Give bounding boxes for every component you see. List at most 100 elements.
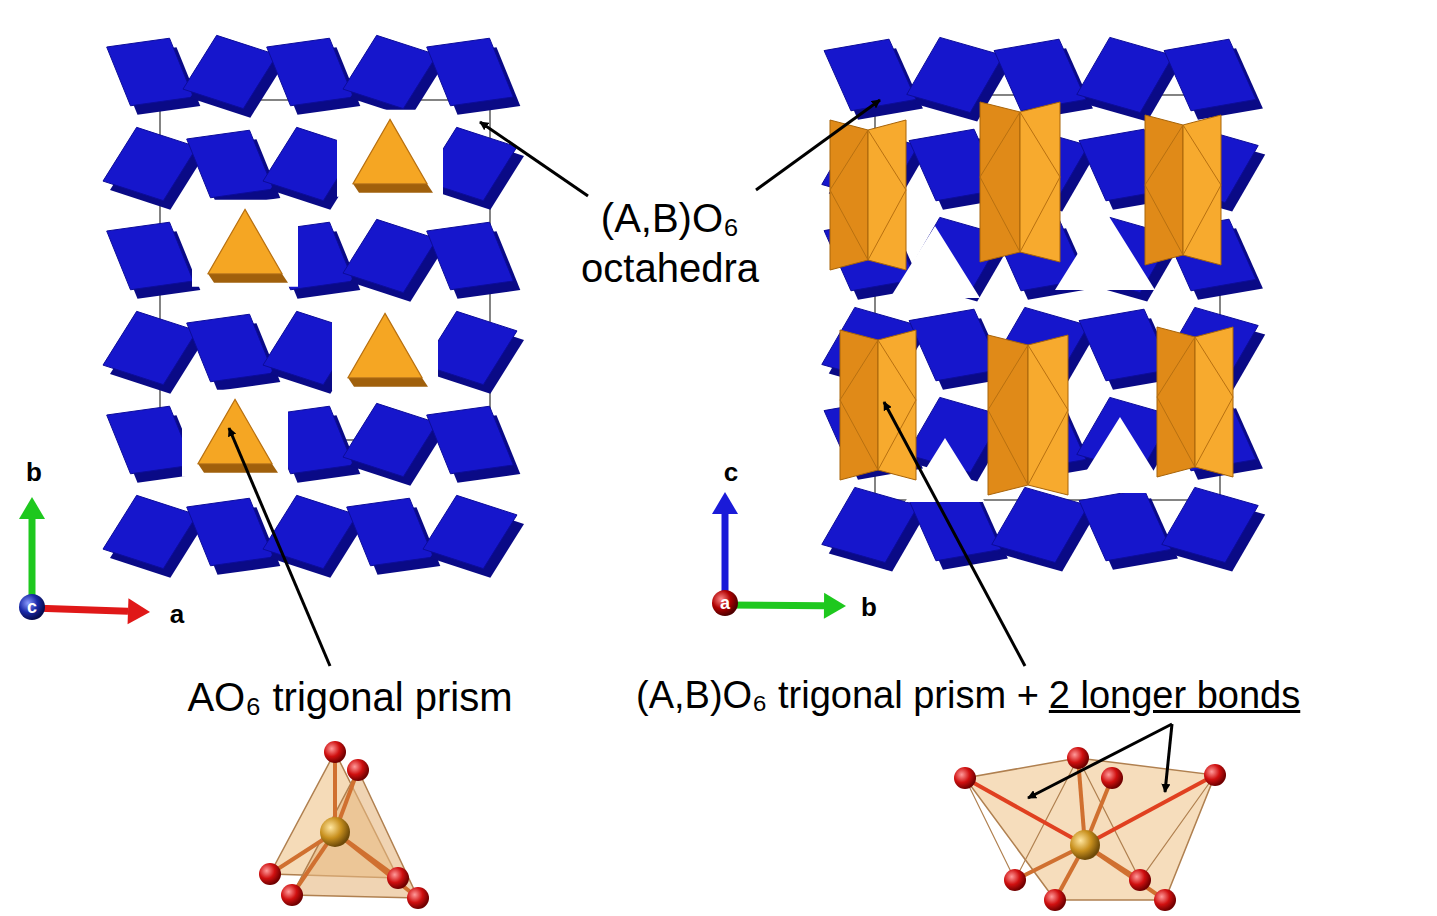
metal-atom xyxy=(1070,830,1100,860)
octahedron xyxy=(107,406,194,474)
left-structure xyxy=(103,35,524,577)
prism-side xyxy=(348,378,428,387)
octahedron xyxy=(343,35,437,108)
oxygen-atom xyxy=(1101,767,1123,789)
unit-cell xyxy=(875,95,1220,500)
axes xyxy=(19,492,846,624)
leader-arrow xyxy=(884,402,1025,666)
oxygen-atom xyxy=(1044,889,1066,911)
leader-arrow xyxy=(229,428,330,666)
octahedron xyxy=(427,406,514,474)
prism-face xyxy=(1195,327,1233,477)
prism-edge xyxy=(1157,337,1233,467)
octahedron xyxy=(994,39,1086,111)
prism-edge xyxy=(988,345,1068,485)
octahedron xyxy=(107,222,194,290)
octahedron xyxy=(423,495,517,568)
oxygen-atom xyxy=(387,867,409,889)
cavity xyxy=(1073,417,1168,493)
cavity xyxy=(332,304,438,391)
oxygen-atom xyxy=(281,884,303,906)
axis-arrowhead xyxy=(19,497,45,519)
prism-edge xyxy=(830,130,906,260)
octahedron xyxy=(103,311,197,384)
axis-label: b xyxy=(26,457,42,488)
leader-arrow xyxy=(480,122,588,196)
prism-face xyxy=(980,102,1020,262)
octahedron xyxy=(427,38,514,106)
prism-face xyxy=(1183,115,1221,265)
polyhedron-face xyxy=(965,758,1215,900)
metal-atom xyxy=(320,817,350,847)
bond xyxy=(965,778,1085,845)
octahedron xyxy=(263,495,357,568)
oxygen-atom xyxy=(1204,764,1226,786)
octahedron xyxy=(183,35,277,108)
leader-arrow xyxy=(756,100,880,190)
prism-detail xyxy=(954,747,1226,911)
octahedron xyxy=(347,498,434,566)
axis-label: b xyxy=(861,592,877,623)
oxygen-atom xyxy=(1004,869,1026,891)
prism-face xyxy=(868,120,906,270)
prism-face xyxy=(988,335,1028,495)
structure-art xyxy=(19,35,1265,911)
polyhedron-edge xyxy=(965,758,1215,880)
octahedron xyxy=(187,130,274,198)
oxygen-atom xyxy=(347,759,369,781)
oxygen-atom xyxy=(324,741,346,763)
prism-face xyxy=(1028,335,1068,495)
prism-face xyxy=(1020,102,1060,262)
structure-label: (A,B)O₆ octahedra xyxy=(545,193,795,293)
trigonal-prism xyxy=(353,119,427,183)
octahedron xyxy=(992,487,1088,562)
axis-arrowhead xyxy=(128,598,150,624)
axis-ball xyxy=(712,590,738,616)
octahedron xyxy=(187,498,274,566)
oxygen-atom xyxy=(1129,869,1151,891)
oxygen-atom xyxy=(954,767,976,789)
octahedron xyxy=(1079,489,1171,561)
prism-side xyxy=(208,274,288,283)
prism-face xyxy=(830,120,868,270)
cavity xyxy=(905,438,985,502)
unit-cell xyxy=(160,100,490,440)
axis-label: a xyxy=(720,593,730,614)
prism-face xyxy=(840,330,878,480)
axis-arrowhead xyxy=(712,492,738,514)
octahedron xyxy=(822,487,918,562)
leader-arrow xyxy=(1028,724,1172,798)
axis-ball xyxy=(19,594,45,620)
structure-label: 2 longer bonds xyxy=(1049,674,1300,717)
octahedron xyxy=(1077,37,1173,112)
octahedron xyxy=(343,219,437,292)
axis-line xyxy=(32,608,128,611)
trigonal-prism xyxy=(348,313,422,377)
octahedron xyxy=(343,403,437,476)
prism-edge xyxy=(980,112,1060,252)
octahedron xyxy=(187,314,274,382)
prism-face xyxy=(1157,327,1195,477)
oxygen-atom xyxy=(1154,889,1176,911)
bond xyxy=(335,832,418,898)
oxygen-atom xyxy=(1067,747,1089,769)
cavity xyxy=(182,390,288,477)
right-structure xyxy=(822,37,1265,571)
structure-label: (A,B)O₆ trigonal prism + xyxy=(636,674,1039,717)
octahedron xyxy=(907,37,1003,112)
axis-label: c xyxy=(724,457,738,488)
prism-detail xyxy=(259,741,429,909)
axis-line xyxy=(725,602,824,610)
prism-side xyxy=(353,184,433,193)
octahedron xyxy=(824,39,916,111)
axis-label: a xyxy=(170,599,184,630)
cavity xyxy=(1055,210,1155,290)
octahedron xyxy=(103,127,197,200)
structure-label: AO₆ trigonal prism xyxy=(187,675,512,720)
octahedron xyxy=(1162,487,1258,562)
prism-edge xyxy=(1145,125,1221,255)
trigonal-prism xyxy=(198,399,272,463)
prism-side xyxy=(198,464,278,473)
